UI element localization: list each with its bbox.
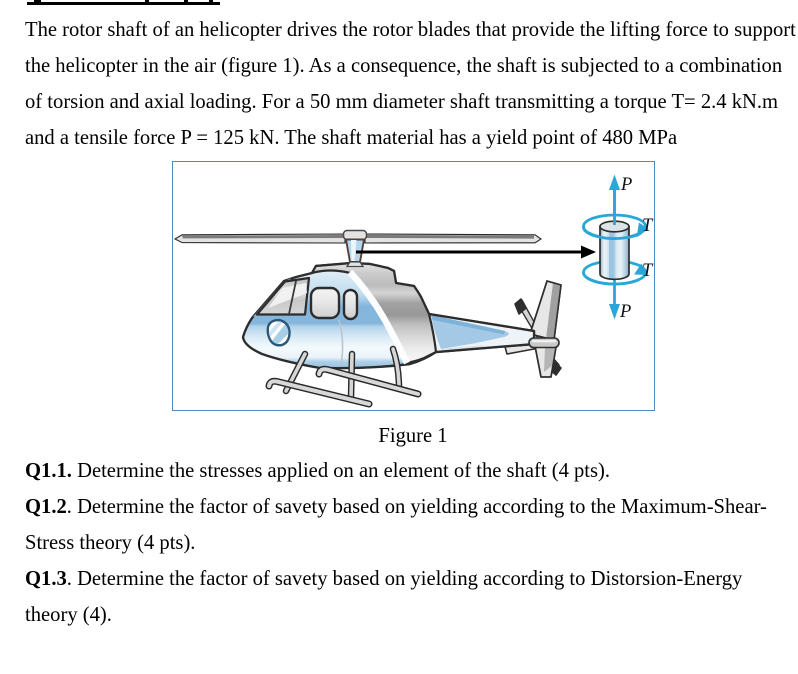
svg-text:T: T: [642, 216, 654, 236]
svg-text:P: P: [619, 302, 631, 322]
svg-text:T: T: [642, 261, 654, 281]
svg-text:P: P: [620, 175, 632, 195]
